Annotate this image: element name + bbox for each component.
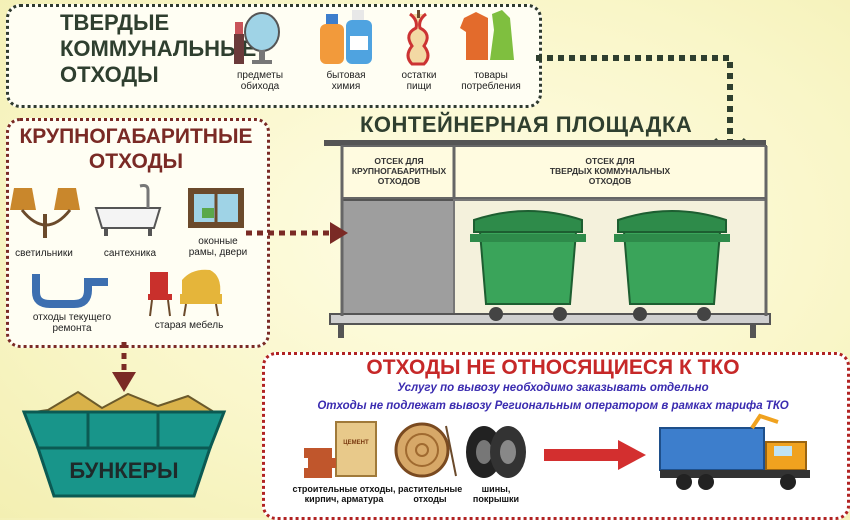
non-tko-title: ОТХОДЫ НЕ ОТНОСЯЩИЕСЯ К ТКО: [366, 356, 740, 379]
bulky-title-line2: ОТХОДЫ: [88, 150, 184, 173]
window-icon: [188, 188, 244, 228]
garbage-truck-icon: [659, 413, 810, 490]
non-tko-line-2: Отходы не подлежат вывозу Региональным о…: [317, 400, 789, 412]
chair-icon: [148, 269, 222, 317]
green-bin-icon-2: [614, 210, 730, 321]
non-tko-item-1-label: строительные отходы,кирпич, арматура: [292, 484, 396, 504]
bathtub-icon: [94, 184, 162, 236]
container-site-title: КОНТЕЙНЕРНАЯ ПЛОЩАДКА: [360, 112, 693, 137]
red-arrow-icon: [544, 440, 646, 470]
bulky-title: КРУПНОГАБАРИТНЫЕ ОТХОДЫ: [16, 124, 256, 174]
tko-title-line3: ОТХОДЫ: [60, 62, 159, 87]
tko-title: ТВЕРДЫЕ КОММУНАЛЬНЫЕ ОТХОДЫ: [60, 10, 256, 88]
bulky-item-1-label: светильники: [15, 248, 73, 259]
lamp-icon: [10, 188, 80, 238]
tko-title-line1: ТВЕРДЫЕ: [60, 10, 170, 35]
cement-label: ЦЕМЕНТ: [343, 440, 369, 446]
pipe-icon: [32, 274, 108, 308]
clothes-icon: [460, 10, 514, 60]
green-bin-icon: [470, 210, 586, 321]
wood-log-icon: [394, 422, 457, 478]
non-tko-item-3-label: шины,покрышки: [472, 484, 520, 504]
tires-icon: [466, 426, 526, 478]
bunkers-label: БУНКЕРЫ: [69, 458, 179, 483]
bulky-title-line1: КРУПНОГАБАРИТНЫЕ: [19, 125, 253, 148]
detergent-bottles-icon: [320, 10, 372, 64]
non-tko-line-1: Услугу по вывозу необходимо заказывать о…: [397, 382, 709, 394]
mirror-lipstick-icon: [234, 12, 280, 64]
bunker-icon: [21, 390, 227, 498]
tko-title-line2: КОММУНАЛЬНЫЕ: [60, 36, 257, 61]
bulky-item-2-label: сантехника: [103, 248, 157, 259]
bricks-cement-icon: [304, 421, 377, 478]
bulky-item-5-label: старая мебель: [154, 320, 224, 331]
apple-core-icon: [406, 10, 430, 66]
